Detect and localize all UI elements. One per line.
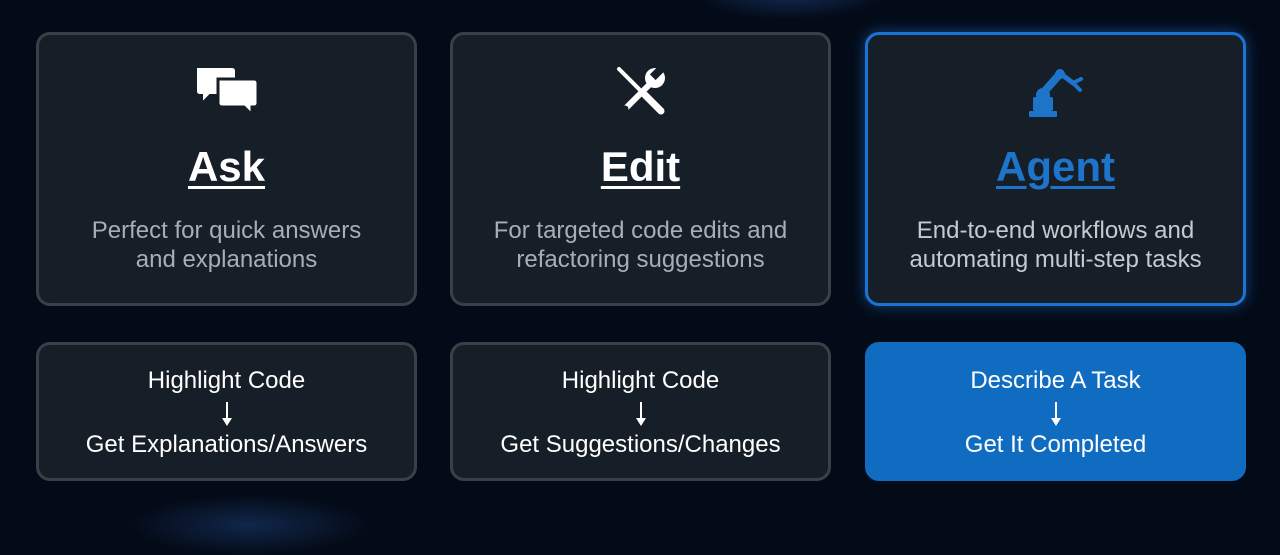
flow-card-agent: Describe A Task Get It Completed xyxy=(865,342,1246,481)
arrow-down-icon xyxy=(39,401,414,427)
card-title: Agent xyxy=(996,143,1115,190)
flow-step-output: Get It Completed xyxy=(964,431,1147,458)
mode-card-ask[interactable]: Ask Perfect for quick answers and explan… xyxy=(36,32,417,306)
flow-step-output: Get Explanations/Answers xyxy=(85,431,368,458)
card-description: Perfect for quick answers and explanatio… xyxy=(91,217,362,273)
flow-step-output: Get Suggestions/Changes xyxy=(500,431,781,458)
wrench-screwdriver-icon xyxy=(453,65,828,121)
mode-card-agent[interactable]: Agent End-to-end workflows and automatin… xyxy=(865,32,1246,306)
arrow-down-icon xyxy=(868,401,1243,427)
flow-card-edit: Highlight Code Get Suggestions/Changes xyxy=(450,342,831,481)
card-description: For targeted code edits and refactoring … xyxy=(493,217,788,273)
arrow-down-icon xyxy=(453,401,828,427)
card-description: End-to-end workflows and automating mult… xyxy=(909,217,1202,273)
flow-card-ask: Highlight Code Get Explanations/Answers xyxy=(36,342,417,481)
flow-step-input: Highlight Code xyxy=(561,367,720,394)
flow-step-input: Describe A Task xyxy=(970,367,1141,394)
robot-arm-icon xyxy=(868,65,1243,121)
flow-step-input: Highlight Code xyxy=(147,367,306,394)
background-glow xyxy=(690,0,890,20)
background-glow xyxy=(130,495,370,555)
chat-bubbles-icon xyxy=(39,65,414,121)
mode-card-edit[interactable]: Edit For targeted code edits and refacto… xyxy=(450,32,831,306)
card-title: Ask xyxy=(187,143,266,190)
card-title: Edit xyxy=(600,143,681,190)
